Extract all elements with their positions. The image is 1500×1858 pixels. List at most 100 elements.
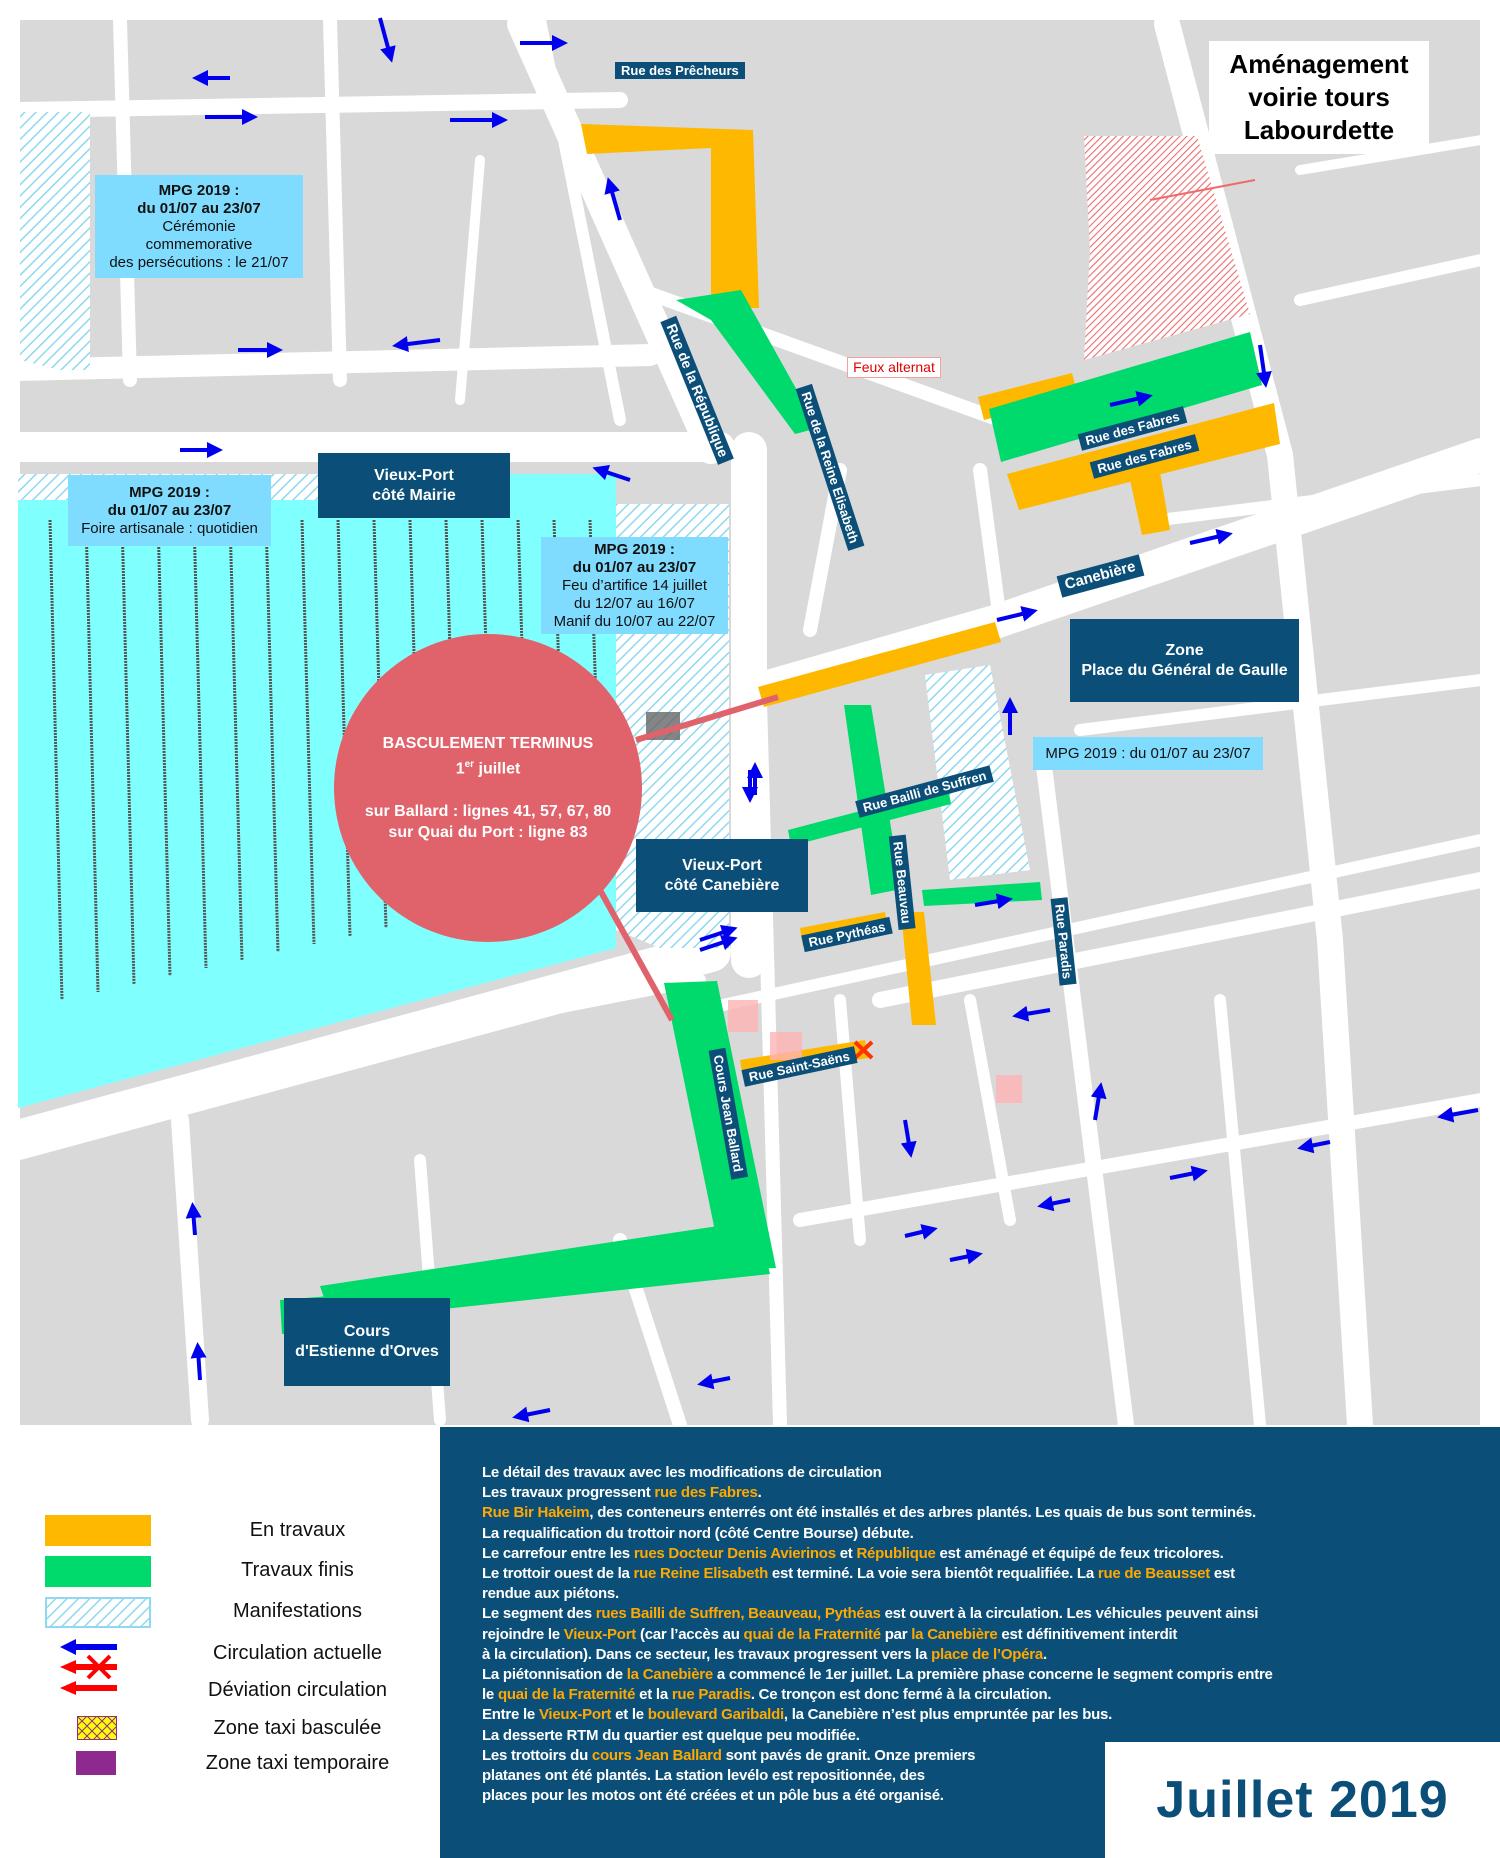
info-line: Le carrefour entre les rues Docteur Deni…	[482, 1544, 1273, 1564]
traffic-arrow-icon	[604, 177, 622, 221]
info-line: rejoindre le Vieux-Port (car l’accès au …	[482, 1625, 1273, 1645]
mpg-title: MPG 2019 :	[158, 181, 240, 199]
legend-label: Déviation circulation	[208, 1679, 387, 1701]
legend-item-deviation: Déviation circulation	[0, 1654, 440, 1708]
traffic-arrow-icon	[1090, 1082, 1107, 1121]
traffic-arrow-icon	[974, 893, 1013, 910]
map-title: Aménagement voirie tours Labourdette	[1209, 41, 1429, 154]
street	[534, 14, 626, 426]
info-line: Le détail des travaux avec les modificat…	[482, 1463, 1273, 1483]
mpg-box-foire: MPG 2019 : du 01/07 au 23/07 Foire artis…	[68, 475, 271, 546]
legend: En travaux Travaux finis Manifestations …	[0, 1430, 440, 1858]
mpg-title: MPG 2019 :	[594, 540, 675, 558]
info-text-segment: Les travaux progressent	[482, 1484, 655, 1502]
info-text-segment: sont pavés de granit. Onze premiers	[721, 1746, 976, 1764]
vieux-port-water	[18, 474, 616, 1108]
mpg-line: du 12/07 au 16/07	[574, 594, 695, 612]
pontoon	[264, 519, 280, 953]
traffic-arrow-icon	[1109, 390, 1153, 407]
orange-swatch-icon	[45, 1515, 151, 1546]
terminus-date: 1er juillet	[334, 754, 642, 779]
street	[171, 1111, 209, 1429]
street	[793, 1093, 1488, 1227]
info-line: Entre le Vieux-Port et le boulevard Gari…	[482, 1705, 1273, 1725]
traffic-arrow-icon	[900, 1119, 917, 1158]
info-text-segment: La requalification du trottoir nord (côt…	[482, 1524, 914, 1542]
traffic-arrow-icon	[697, 1373, 731, 1390]
highlighted-place: boulevard Garibaldi	[647, 1706, 784, 1724]
info-text-segment: Le trottoir ouest de la	[482, 1565, 634, 1583]
zone-label: côté Mairie	[372, 486, 456, 504]
pontoon	[228, 519, 244, 961]
highlighted-place: place de l’Opéra	[931, 1645, 1043, 1663]
highlighted-place: la Canebière	[911, 1625, 998, 1643]
manifestation-zone-left	[20, 112, 90, 370]
info-text-segment: le	[482, 1686, 498, 1704]
taxi-hatch-zone	[996, 1075, 1022, 1103]
traffic-arrow-icon	[949, 1248, 983, 1265]
pontoon	[84, 519, 100, 993]
info-text-segment: Le segment des	[482, 1605, 596, 1623]
traffic-arrow-icon	[392, 336, 441, 352]
mpg-box-feu-artifice: MPG 2019 : du 01/07 au 23/07 Feu d’artif…	[541, 537, 728, 634]
legend-label: Manifestations	[233, 1600, 362, 1622]
green-swatch-icon	[45, 1556, 151, 1587]
info-line: places pour les motos ont été créées et …	[482, 1786, 1273, 1806]
zone-place-general-de-gaulle: Zone Place du Général de Gaulle	[1070, 619, 1299, 702]
info-text-segment: La piétonnisation de	[482, 1666, 627, 1684]
highlighted-place: rue Reine Elisabeth	[633, 1565, 769, 1583]
traffic-arrow-icon	[1169, 1165, 1208, 1182]
traffic-arrow-icon	[699, 924, 738, 942]
info-line: rendue aux piétons.	[482, 1584, 1273, 1604]
info-text-segment: rendue aux piétons.	[482, 1585, 619, 1603]
traffic-arrow-icon	[190, 1342, 207, 1381]
info-line: Les travaux progressent rue des Fabres.	[482, 1483, 1273, 1503]
legend-item-taxi-basculee: Zone taxi basculée	[0, 1710, 440, 1746]
traffic-arrow-icon	[1297, 1137, 1331, 1154]
title-line: Aménagement	[1229, 49, 1409, 79]
legend-label: Zone taxi basculée	[213, 1717, 382, 1739]
taxi-hatch-zone	[770, 1032, 802, 1060]
info-line: La requalification du trottoir nord (côt…	[482, 1524, 1273, 1544]
mpg-box-ceremonie: MPG 2019 : du 01/07 au 23/07 Cérémonie c…	[95, 175, 303, 278]
mpg-line: MPG 2019 : du 01/07 au 23/07	[1045, 744, 1251, 762]
street	[1154, 474, 1487, 526]
pontoon	[156, 519, 172, 977]
legend-item-taxi-temporaire: Zone taxi temporaire	[0, 1745, 440, 1781]
traffic-arrow-icon	[185, 1202, 202, 1236]
zone-label: côté Canebière	[664, 876, 780, 894]
traffic-arrow-icon	[592, 464, 631, 482]
terminus-date-num: 1	[455, 760, 465, 778]
highlighted-place: quai de la Fraternité	[743, 1625, 882, 1643]
info-text-segment: La desserte RTM du quartier est quelque …	[482, 1726, 860, 1744]
info-text: Le détail des travaux avec les modificat…	[482, 1463, 1273, 1806]
info-text-segment: est ouvert à la circulation. Les véhicul…	[880, 1605, 1259, 1623]
highlighted-place: rues Bailli de Suffren, Beauveau, Pythéa…	[595, 1605, 881, 1623]
info-line: à la circulation). Dans ce secteur, les …	[482, 1645, 1273, 1665]
street-label-precheurs: Rue des Prêcheurs	[615, 62, 745, 79]
mpg-line: Feu d’artifice 14 juillet	[561, 576, 708, 594]
street	[12, 92, 628, 118]
terminus-line: sur Quai du Port : ligne 83	[388, 823, 588, 841]
legend-item-travaux-finis: Travaux finis	[0, 1552, 440, 1588]
traffic-arrow-icon	[512, 1406, 551, 1423]
info-text-segment: platanes ont été plantés. La station lev…	[482, 1767, 925, 1785]
highlighted-place: République	[856, 1544, 936, 1562]
traffic-arrow-icon	[1012, 1005, 1051, 1022]
highlighted-place: la Canebière	[626, 1666, 713, 1684]
hatched-swatch-icon	[45, 1597, 151, 1628]
street	[964, 994, 1016, 1226]
terminus-line: sur Ballard : lignes 41, 57, 67, 80	[364, 802, 612, 820]
info-text-segment: .	[757, 1484, 762, 1502]
terminus-connector	[597, 888, 675, 1022]
info-text-segment: et le	[611, 1706, 648, 1724]
info-text-segment: à la circulation). Dans ce secteur, les …	[482, 1645, 932, 1663]
info-text-segment: et la	[635, 1686, 672, 1704]
street	[455, 155, 485, 405]
pontoon	[192, 519, 208, 969]
traffic-arrow-icon	[1189, 528, 1233, 545]
traffic-arrow-icon	[699, 934, 738, 952]
info-line: La desserte RTM du quartier est quelque …	[482, 1726, 1273, 1746]
deviation-x-icon	[853, 1040, 874, 1060]
month-label: Juillet 2019	[1105, 1742, 1500, 1858]
